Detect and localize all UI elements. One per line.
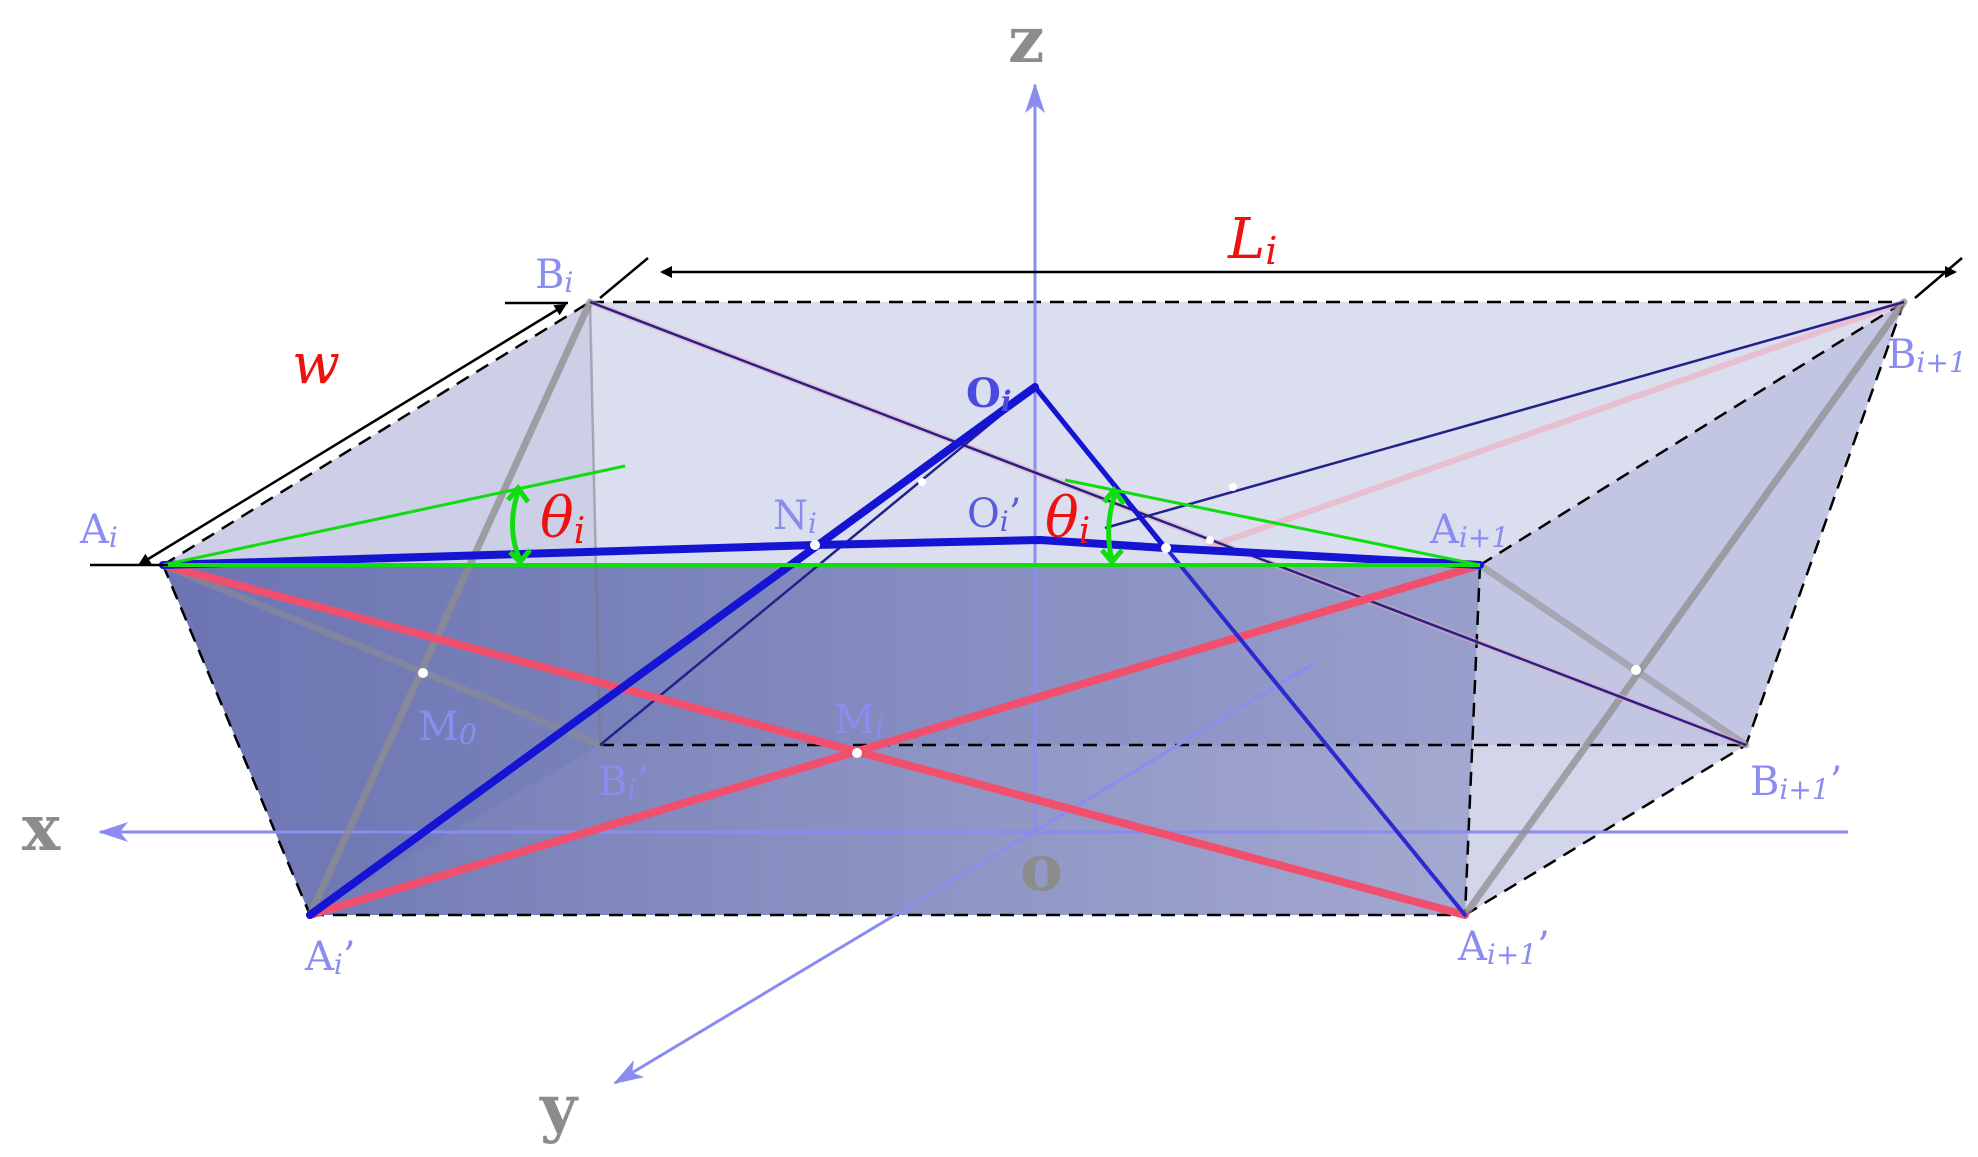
angle-label-right: θi [1045,486,1090,552]
coordinate-axes [98,83,1848,1085]
angle-arrow-right [1106,493,1118,561]
label-A-i1: Ai+1 [1429,507,1509,554]
dimension-lines [90,257,1963,567]
point-M-0 [418,668,428,678]
label-M-0: M0 [418,704,477,751]
point-M-i [852,748,862,758]
length-label: Li [1227,207,1277,273]
label-O-i: Oi [966,370,1011,418]
y-axis [613,661,1316,1085]
label-A-i1-prime: Ai+1’ [1457,924,1550,971]
origin-label: o [1020,831,1063,906]
label-B-i: Bi [535,252,573,299]
angle-label-left: θi [540,486,585,552]
key-points [418,478,1641,758]
y-axis-label: y [539,1071,579,1146]
width-label: w [292,332,340,397]
x-axis-label: x [22,791,61,866]
blue-fold-lines [159,383,1484,919]
label-N-i: Ni [773,493,817,540]
label-O-i-prime: Oi’ [967,491,1021,538]
label-B-i1: Bi+1 [1887,332,1967,379]
label-B-i1-prime: Bi+1’ [1750,759,1842,806]
label-B-i-prime: Bi’ [598,759,649,806]
label-M-i: Mi [834,697,884,744]
label-A-i: Ai [79,507,118,554]
z-axis-label: z [1008,3,1044,78]
label-A-i-prime: Ai’ [304,934,356,981]
red-creases [159,561,1484,919]
width-dimension [138,303,567,566]
point-N-i [810,540,820,550]
